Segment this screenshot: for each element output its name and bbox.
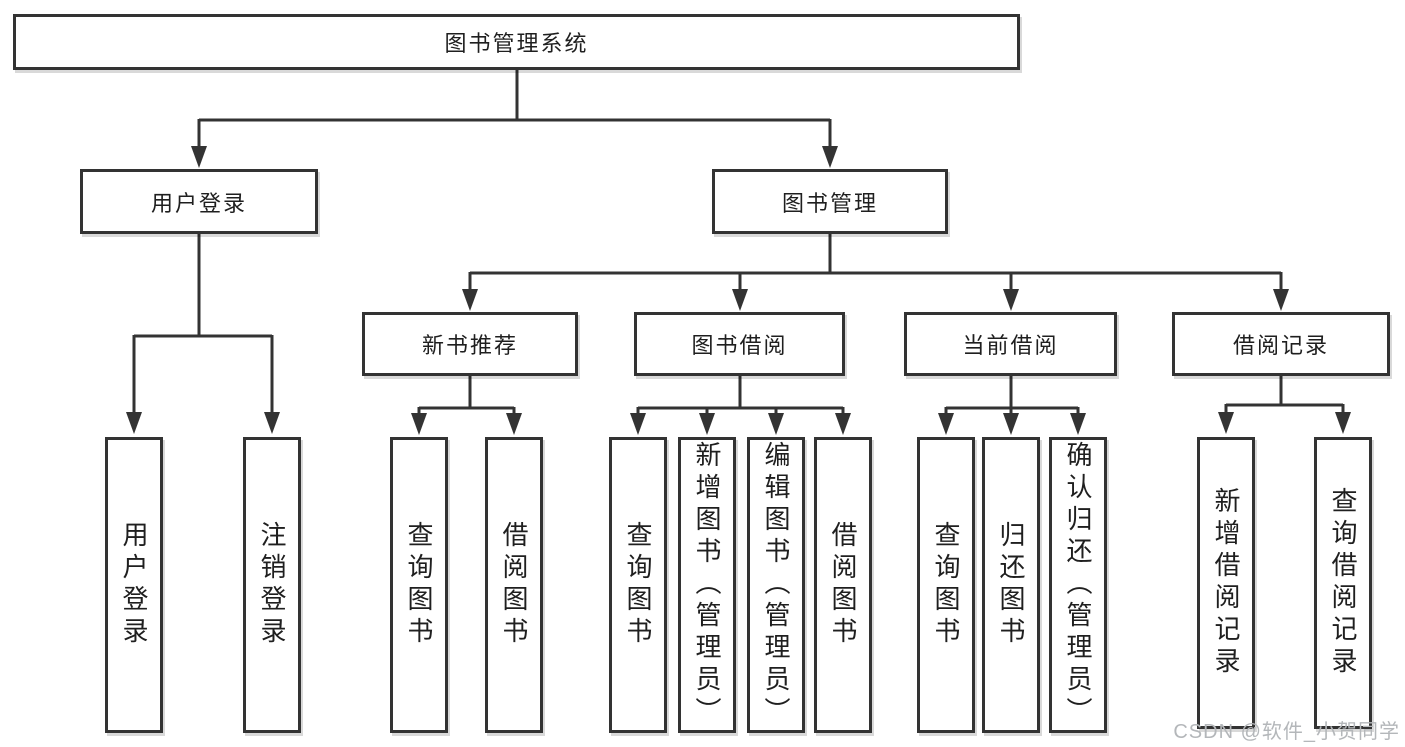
node-leaf-add-book: 新增图书（管理员） — [678, 437, 736, 733]
node-leaf-logout-label: 注销登录 — [257, 521, 287, 649]
node-leaf-confirm-return: 确认归还（管理员） — [1049, 437, 1107, 733]
node-user-login-label: 用户登录 — [150, 190, 247, 216]
node-borrow-record: 借阅记录 — [1172, 312, 1390, 376]
node-book-mgmt: 图书管理 — [712, 169, 948, 234]
node-current-borrow-label: 当前借阅 — [962, 333, 1059, 358]
node-leaf-query-book-1-label: 查询图书 — [404, 521, 434, 649]
node-leaf-return-book-label: 归还图书 — [996, 521, 1026, 649]
node-leaf-query-book-1: 查询图书 — [390, 437, 448, 733]
node-book-mgmt-label: 图书管理 — [781, 190, 878, 216]
node-leaf-add-book-label: 新增图书（管理员） — [692, 441, 722, 729]
node-borrow-record-label: 借阅记录 — [1232, 333, 1329, 358]
edge-book-borrow-to-leaves — [630, 374, 851, 435]
node-leaf-confirm-return-label: 确认归还（管理员） — [1063, 441, 1093, 729]
node-leaf-query-book-2-label: 查询图书 — [623, 521, 653, 649]
node-leaf-return-book: 归还图书 — [982, 437, 1040, 733]
node-leaf-query-borrow-record-label: 查询借阅记录 — [1328, 487, 1358, 679]
node-root-label: 图书管理系统 — [444, 31, 589, 56]
node-leaf-borrow-book-1-label: 借阅图书 — [499, 521, 529, 649]
node-new-book-rec: 新书推荐 — [362, 312, 578, 376]
edge-new-book-rec-to-leaves — [411, 374, 522, 435]
node-leaf-user-login: 用户登录 — [105, 437, 163, 733]
node-leaf-logout: 注销登录 — [243, 437, 301, 733]
node-user-login: 用户登录 — [80, 169, 318, 234]
node-leaf-edit-book: 编辑图书（管理员） — [747, 437, 805, 733]
edge-root-to-level2 — [191, 70, 838, 168]
node-current-borrow: 当前借阅 — [904, 312, 1117, 376]
edge-borrow-record-to-leaves — [1218, 374, 1351, 434]
node-book-borrow: 图书借阅 — [634, 312, 845, 376]
edge-book-mgmt-to-level3 — [462, 234, 1289, 311]
node-leaf-borrow-book-2: 借阅图书 — [814, 437, 872, 733]
node-leaf-query-book-3: 查询图书 — [917, 437, 975, 733]
node-new-book-rec-label: 新书推荐 — [421, 333, 518, 358]
watermark-text: CSDN @软件_小贺同学 — [1173, 721, 1400, 743]
edge-current-borrow-to-leaves — [938, 374, 1086, 435]
node-root: 图书管理系统 — [13, 14, 1020, 70]
node-leaf-query-book-3-label: 查询图书 — [931, 521, 961, 649]
node-leaf-borrow-book-1: 借阅图书 — [485, 437, 543, 733]
node-leaf-query-book-2: 查询图书 — [609, 437, 667, 733]
node-leaf-user-login-label: 用户登录 — [119, 521, 149, 649]
edge-user-login-to-leaves — [126, 234, 280, 434]
node-leaf-query-borrow-record: 查询借阅记录 — [1314, 437, 1372, 729]
node-leaf-add-borrow-record-label: 新增借阅记录 — [1211, 487, 1241, 679]
node-book-borrow-label: 图书借阅 — [691, 333, 788, 358]
node-leaf-borrow-book-2-label: 借阅图书 — [828, 521, 858, 649]
node-leaf-add-borrow-record: 新增借阅记录 — [1197, 437, 1255, 729]
node-leaf-edit-book-label: 编辑图书（管理员） — [761, 441, 791, 729]
